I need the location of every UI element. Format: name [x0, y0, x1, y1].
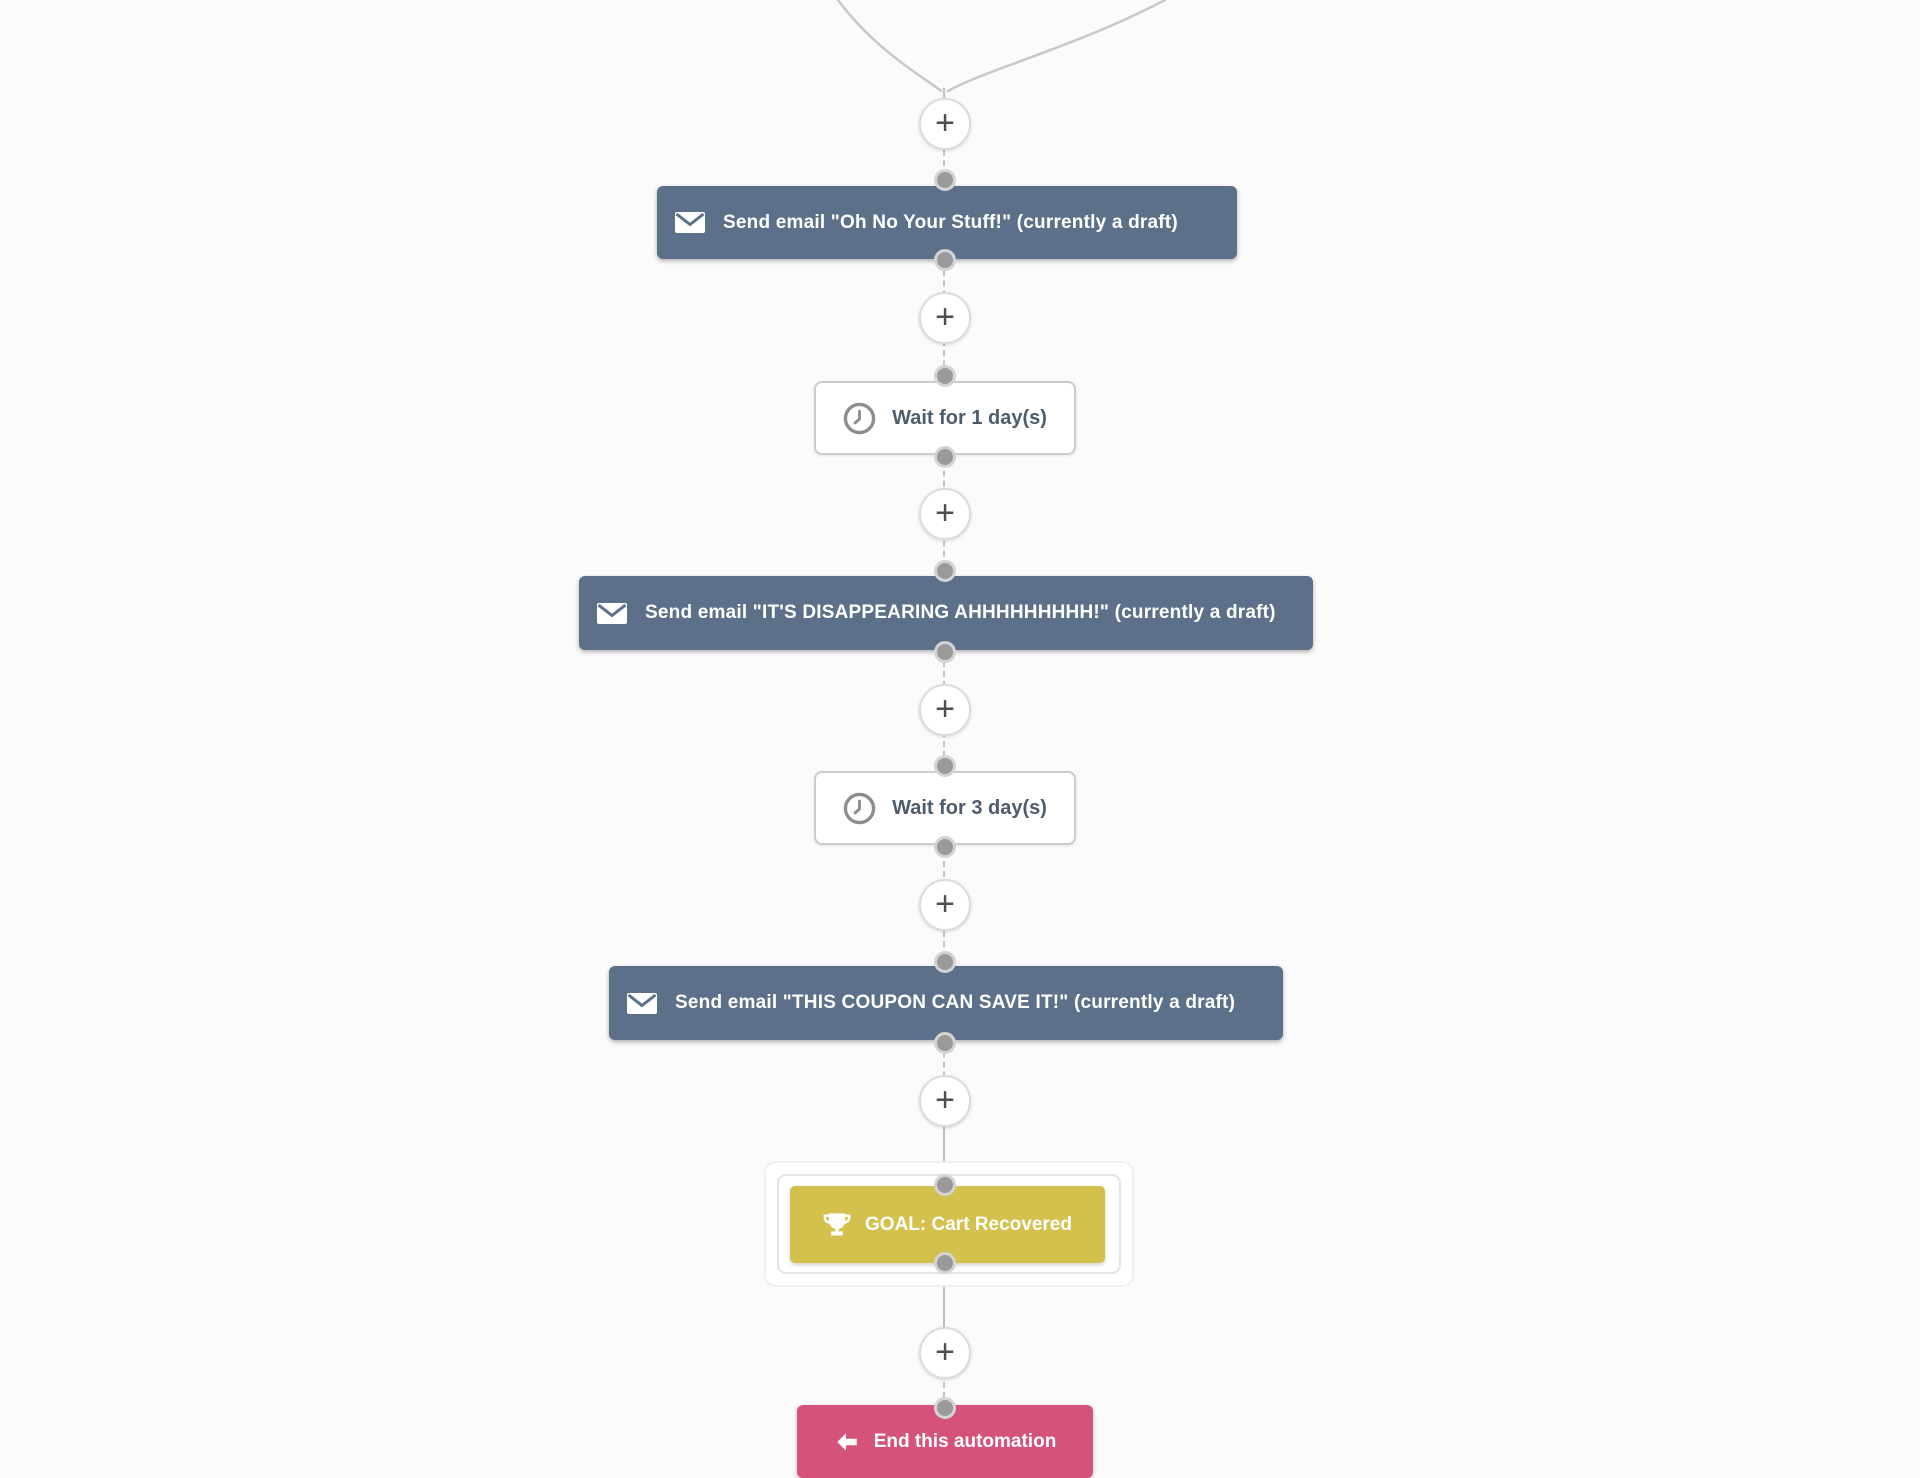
exit-arrow-icon — [834, 1429, 860, 1455]
connector-dot — [934, 1397, 956, 1419]
add-step-button-3[interactable]: + — [919, 488, 971, 540]
flow-connector-segment — [943, 1127, 945, 1163]
add-step-button-7[interactable]: + — [919, 1327, 971, 1379]
action-node-send-email-1[interactable]: Send email "Oh No Your Stuff!" (currentl… — [657, 186, 1237, 259]
add-step-button-2[interactable]: + — [919, 292, 971, 344]
clock-icon — [843, 792, 876, 825]
connector-dot — [934, 249, 956, 271]
envelope-icon — [597, 602, 627, 624]
plus-icon: + — [935, 103, 955, 142]
action-node-wait-1[interactable]: Wait for 1 day(s) — [814, 381, 1076, 455]
clock-icon — [843, 402, 876, 435]
action-node-send-email-2[interactable]: Send email "IT'S DISAPPEARING AHHHHHHHHH… — [579, 576, 1313, 650]
plus-icon: + — [935, 297, 955, 336]
connector-dot — [934, 951, 956, 973]
goal-node-cart-recovered[interactable]: GOAL: Cart Recovered — [790, 1186, 1105, 1263]
plus-icon: + — [935, 689, 955, 728]
node-label: Wait for 3 day(s) — [892, 796, 1047, 819]
add-step-button-1[interactable]: + — [919, 98, 971, 150]
node-label: End this automation — [873, 1430, 1057, 1452]
node-label: GOAL: Cart Recovered — [865, 1213, 1072, 1235]
node-label: Send email "THIS COUPON CAN SAVE IT!" (c… — [675, 992, 1236, 1013]
node-label: Send email "Oh No Your Stuff!" (currentl… — [723, 211, 1178, 233]
add-step-button-6[interactable]: + — [919, 1075, 971, 1127]
connector-dot — [934, 1032, 956, 1054]
add-step-button-4[interactable]: + — [919, 684, 971, 736]
connector-dot — [934, 169, 956, 191]
connector-dot — [934, 560, 956, 582]
plus-icon: + — [935, 1332, 955, 1371]
flow-connector-segment — [943, 1285, 945, 1329]
plus-icon: + — [935, 884, 955, 923]
connector-dot — [934, 836, 956, 858]
trophy-icon — [823, 1212, 851, 1238]
add-step-button-5[interactable]: + — [919, 879, 971, 931]
plus-icon: + — [935, 493, 955, 532]
action-node-wait-2[interactable]: Wait for 3 day(s) — [814, 771, 1076, 845]
connector-dot — [934, 446, 956, 468]
plus-icon: + — [935, 1080, 955, 1119]
connector-dot — [934, 755, 956, 777]
connector-dot — [934, 1252, 956, 1274]
node-label: Send email "IT'S DISAPPEARING AHHHHHHHHH… — [645, 602, 1276, 623]
envelope-icon — [627, 992, 657, 1014]
envelope-icon — [675, 212, 705, 233]
node-label: Wait for 1 day(s) — [892, 406, 1047, 429]
connector-dot — [934, 641, 956, 663]
action-node-send-email-3[interactable]: Send email "THIS COUPON CAN SAVE IT!" (c… — [609, 966, 1283, 1040]
connector-dot — [934, 365, 956, 387]
connector-dot — [934, 1174, 956, 1196]
